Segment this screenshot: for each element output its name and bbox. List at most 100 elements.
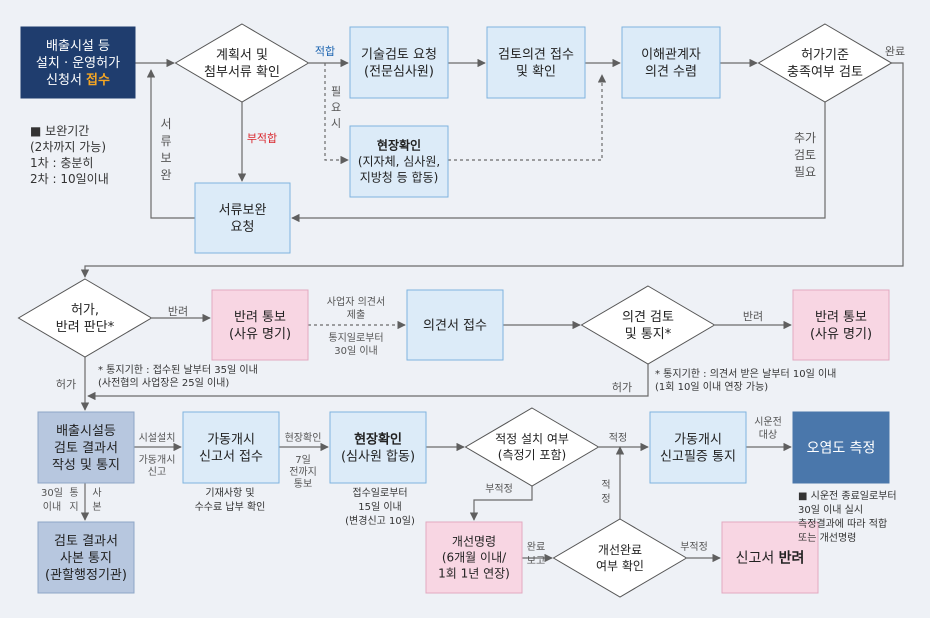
node-label-line: 검토의견 접수 <box>498 48 574 63</box>
node-label-line: 계획서 및 <box>216 48 268 63</box>
label-needed: 요 <box>331 101 341 114</box>
node-label-line: 배출시설 등 <box>46 39 110 54</box>
arrow-criteria-decide <box>80 62 904 278</box>
node-label-line: 의견 검토 <box>622 310 674 325</box>
label-extra-review: 필요 <box>794 165 816 179</box>
node-label-line: (지자체, 심사원, <box>358 155 440 169</box>
node-label-line: 첨부서류 확인 <box>204 65 280 80</box>
decide-node: 허가,반려 판단* <box>17 278 153 358</box>
node-label-line: 적정 설치 여부 <box>495 432 569 446</box>
node-label-line: 신고서 접수 <box>199 450 263 465</box>
measure-node: 오염도 측정 <box>792 411 890 484</box>
label-start-report: 가동개시 <box>139 454 176 466</box>
label-30days: 이내 <box>43 501 61 513</box>
node-label-line: 허가기준 <box>801 48 849 63</box>
arrow-proper-improve <box>469 486 533 521</box>
site2-node: 현장확인 (심사원 합동) <box>329 411 427 484</box>
label-notify: 통 <box>69 487 78 499</box>
arrow-criteria-supp <box>291 102 826 223</box>
node-label-line: 신청서 접수 <box>46 72 110 88</box>
node-label-line: 작성 및 통지 <box>52 458 120 473</box>
label-reject-2: 반려 <box>743 310 763 323</box>
node-label-line: (심사원 합동) <box>341 450 415 465</box>
label-proper-2: 적정 <box>609 432 627 444</box>
label-needed: 시 <box>331 117 341 130</box>
node-label-line: 검토 결과서 <box>54 534 118 549</box>
label-extra-review: 검토 <box>794 148 816 162</box>
arrow-supp-check <box>146 69 195 219</box>
label-within-30: 통지일로부터 <box>328 332 383 344</box>
node-label-line: 현장확인 <box>354 432 402 448</box>
label-permit-2: 허가 <box>612 381 632 394</box>
node-label-line: 서류보완 <box>219 203 267 218</box>
notice-deadline-note-1: * 통지기한 : 접수된 날부터 35일 이내 (사전협의 사업장은 25일 이… <box>98 365 258 389</box>
label-proper-3: 정 <box>601 493 610 505</box>
reject3-node: 신고서 반려 <box>721 521 819 594</box>
label-7days: 전까지 <box>289 466 317 478</box>
node-label-line: 허가, <box>71 303 99 318</box>
node-label-line: 및 확인 <box>516 65 556 80</box>
node-label-line: (사유 명기) <box>229 327 291 342</box>
label-start-report: 신고 <box>148 466 166 478</box>
node-label-line: 기술검토 요청 <box>361 48 437 63</box>
notice-deadline-note-2: * 통지기한 : 의견서 받은 날부터 10일 이내 (1회 10일 이내 연장… <box>655 369 837 393</box>
label-install-done: 시설설치 <box>139 432 176 444</box>
label-improper-3: 부적정 <box>680 541 708 553</box>
label-proper-3: 적 <box>601 479 610 491</box>
node-label-line: 개선명령 <box>452 535 496 549</box>
attachment-check-note: 기재사항 및 수수료 납부 확인 <box>194 488 266 513</box>
node-label-line: 반려 통보 <box>815 310 867 325</box>
node-label-line: 오염도 측정 <box>807 440 876 456</box>
node-label-line: 여부 확인 <box>596 559 644 573</box>
node-label-line: 신고서 반려 <box>736 549 805 566</box>
label-site-check: 현장확인 <box>285 432 322 444</box>
node-label-line: (전문심사원) <box>364 65 434 80</box>
label-done-report: 보고 <box>527 555 545 567</box>
label-test-target: 시운전 <box>754 416 782 428</box>
label-supplement: 서 <box>160 117 171 131</box>
node-label-line: 가동개시 <box>674 433 722 448</box>
node-label-line: 및 통지* <box>625 327 672 342</box>
measurement-note: ■ 시운전 종료일로부터 30일 이내 실시 측정결과에 따라 적합 또는 개선… <box>798 491 897 544</box>
label-copy: 본 <box>92 501 101 513</box>
label-submit: 사업자 의견서 <box>327 295 385 308</box>
label-within-30: 30일 이내 <box>334 345 378 357</box>
node-label-line: 신고필증 통지 <box>660 450 736 465</box>
label-supplement: 보 <box>160 151 171 165</box>
site1-node: 현장확인(지자체, 심사원,지방청 등 합동) <box>349 125 449 198</box>
label-submit: 제출 <box>347 309 365 321</box>
proper-node: 적정 설치 여부 (측정기 포함) <box>464 407 600 487</box>
node-label-line: 이해관계자 <box>641 48 701 63</box>
label-done-report: 완료 <box>527 541 545 553</box>
reject1-node: 반려 통보 (사유 명기) <box>211 289 309 361</box>
label-needed: 필 <box>331 85 341 98</box>
node-label-line: 설치 · 운영허가 <box>36 56 120 71</box>
label-improper-2: 부적정 <box>485 483 513 495</box>
opin-review-node: 의견 검토및 통지* <box>580 285 716 365</box>
label-7days: 7일 <box>295 454 311 466</box>
site-check-days-note: 접수일로부터 15일 이내 (변경신고 10일) <box>345 488 415 527</box>
label-supplement: 류 <box>160 134 171 148</box>
node-label-line: (측정기 포함) <box>498 448 566 462</box>
node-label-line: 1회 1년 연장) <box>438 567 510 581</box>
reject2-node: 반려 통보 (사유 명기) <box>792 289 890 361</box>
improve-node: 개선명령 (6개월 이내/1회 1년 연장) <box>425 521 523 594</box>
label-proper: 적합 <box>315 45 335 58</box>
node-label-line: 요청 <box>231 220 255 235</box>
label-7days: 통보 <box>294 478 312 490</box>
node-label-line: 반려 통보 <box>234 310 286 325</box>
node-label-line: (사유 명기) <box>810 327 872 342</box>
node-label-line: 충족여부 검토 <box>787 65 863 80</box>
label-30days: 30일 <box>41 487 63 499</box>
label-done: 완료 <box>885 45 905 58</box>
node-label-line: 개선완료 <box>598 543 642 557</box>
node-label-line: (6개월 이내/ <box>442 551 507 565</box>
